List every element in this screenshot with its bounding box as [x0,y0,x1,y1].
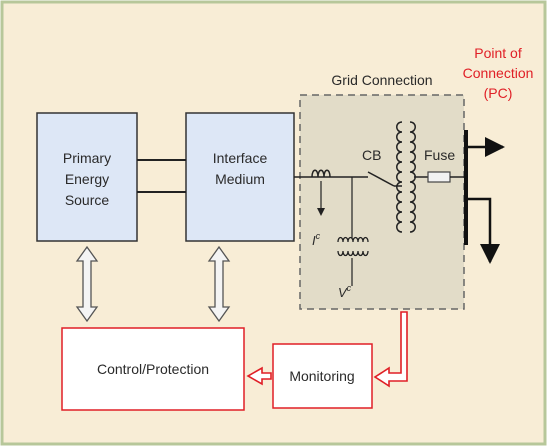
fuse-label: Fuse [424,147,455,163]
vt-primary-coil [337,236,369,243]
grid-connection-region [299,94,465,310]
fuse-symbol [427,171,451,183]
primary-energy-source-block [36,112,138,242]
monitoring-label: Monitoring [289,368,354,384]
pc-label-3: (PC) [484,85,513,101]
grid-load-arrow [466,197,500,264]
primary-source-label-3: Source [65,192,110,208]
current-transformer-coil [311,169,331,178]
grid-connection-title: Grid Connection [331,72,432,88]
pc-label-1: Point of [474,45,522,61]
pc-label-2: Connection [463,65,534,81]
interface-medium-label-1: Interface [213,150,268,166]
primary-source-label-1: Primary [63,150,111,166]
vt-secondary-coil [337,250,369,257]
circuit-breaker-label: CB [362,147,381,163]
interface-control-double-arrow [207,245,231,323]
circuit-breaker-switch [367,171,395,187]
interface-medium-label-2: Medium [215,171,265,187]
current-symbol: Ic [312,231,321,248]
current-arrow-head [317,208,325,216]
transformer-primary [396,121,403,233]
interface-medium-block [185,112,295,242]
source-control-double-arrow [75,245,99,323]
voltage-symbol: Vc [338,283,352,300]
control-protection-block [61,327,245,411]
monitoring-block [272,343,373,409]
grid-to-monitoring-arrow [373,311,408,388]
control-protection-label: Control/Protection [97,361,209,377]
primary-source-label-2: Energy [65,171,109,187]
monitoring-to-control-arrow [246,366,272,386]
